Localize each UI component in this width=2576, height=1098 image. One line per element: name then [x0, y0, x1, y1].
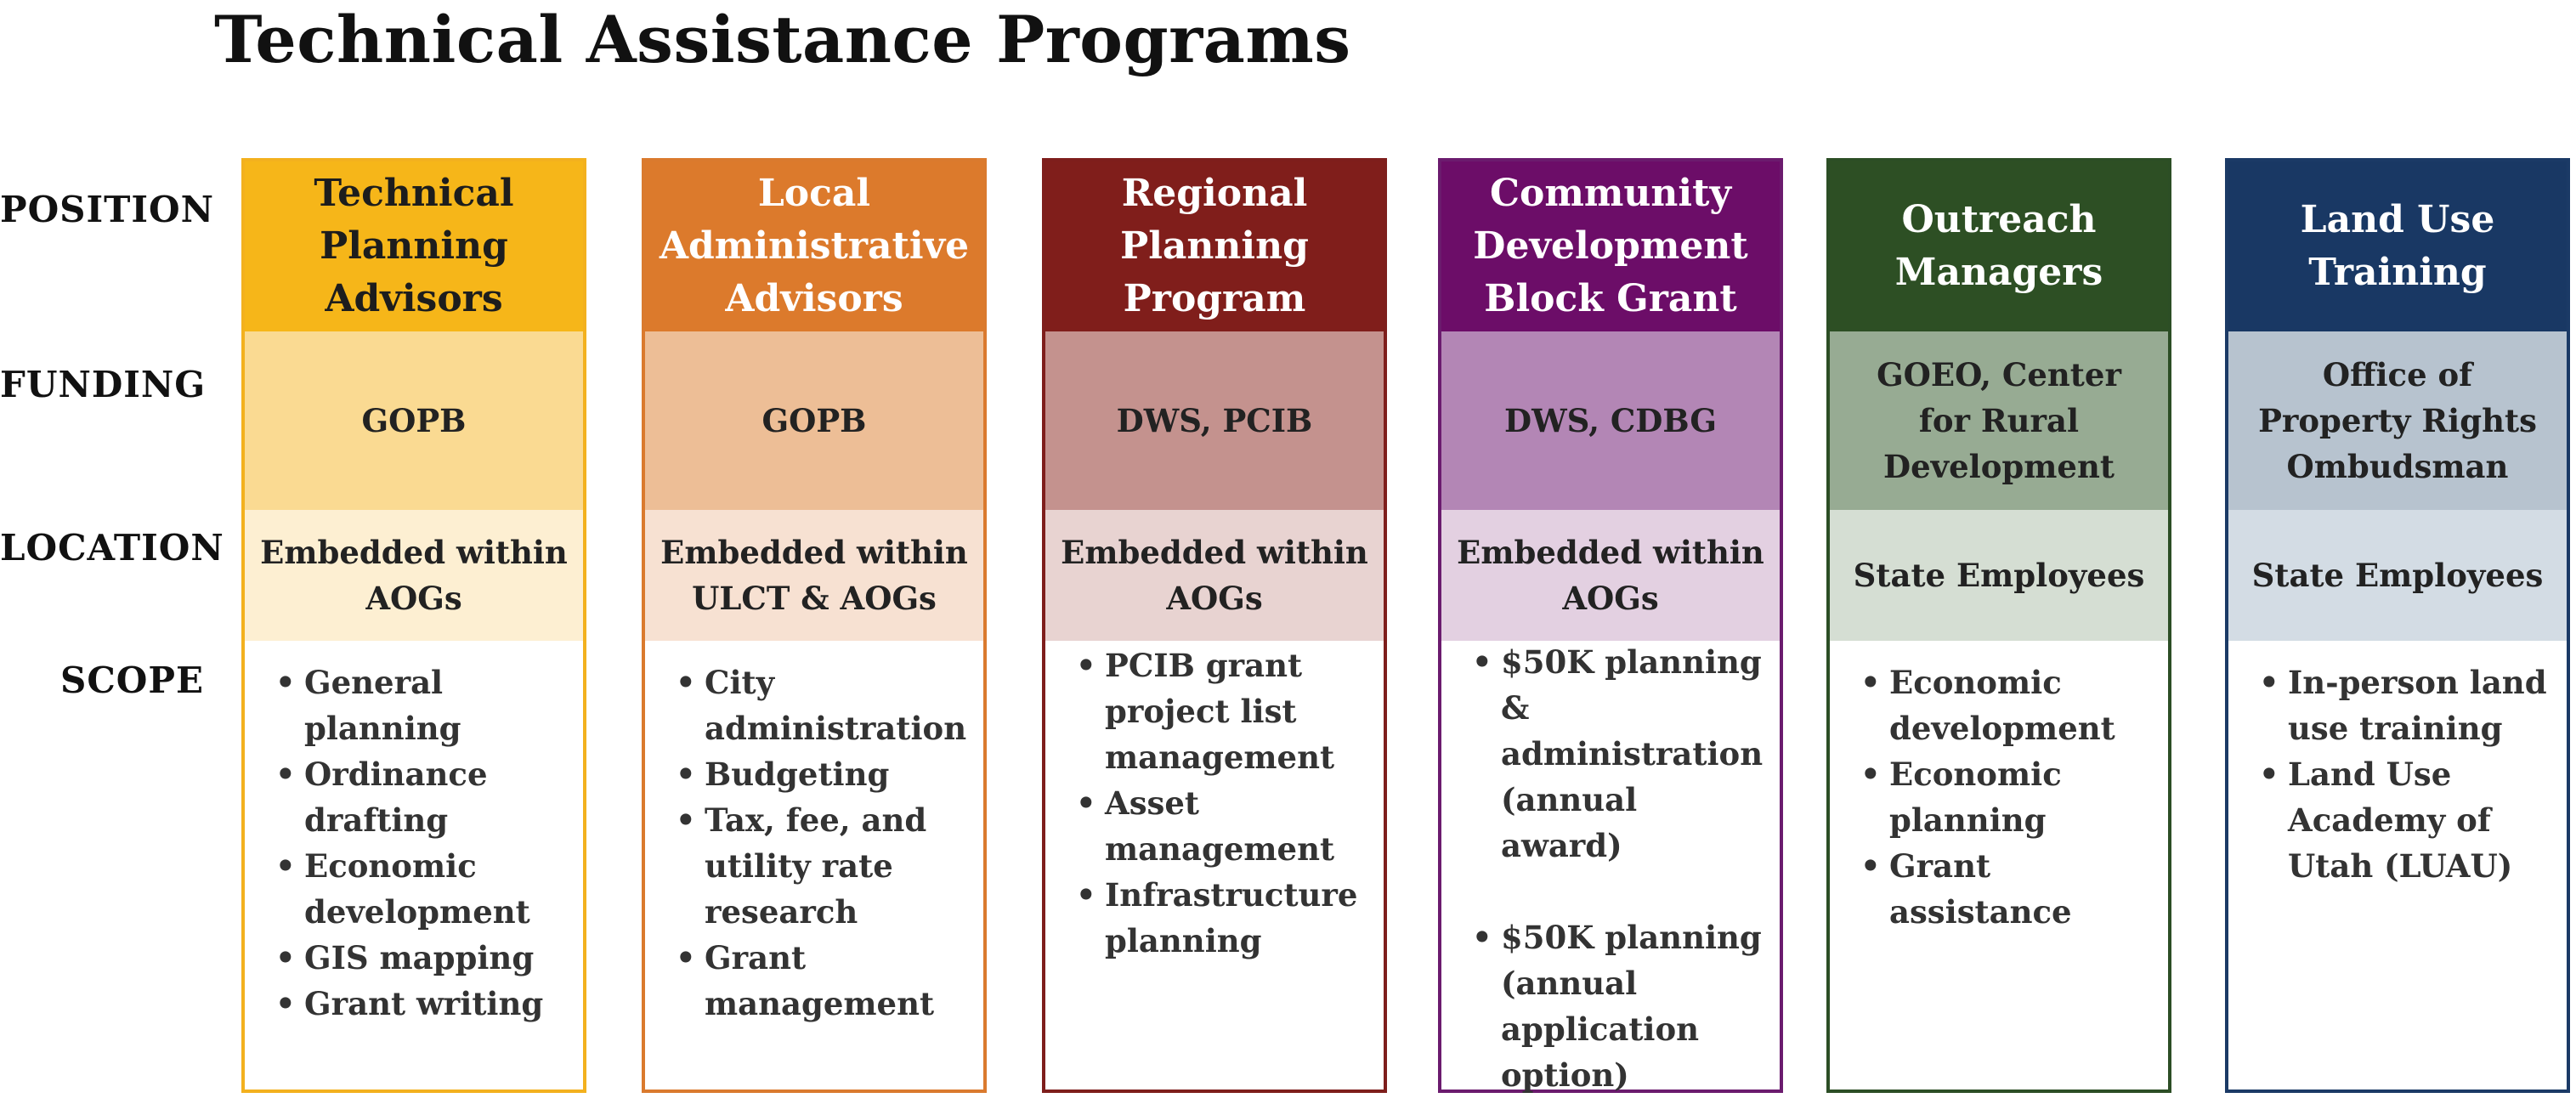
scope-item: PCIB grant project list management: [1076, 642, 1372, 780]
scope-item: Economic development: [275, 843, 571, 935]
scope-list: PCIB grant project list management Asset…: [1067, 642, 1372, 964]
scope-item: $50K planning & administration (annual a…: [1472, 639, 1768, 869]
funding-cell: GOEO, Center for Rural Development: [1830, 331, 2168, 510]
position-cell: Community Development Block Grant: [1441, 161, 1780, 331]
location-cell: Embedded within ULCT & AOGs: [645, 510, 983, 641]
scope-list: $50K planning & administration (annual a…: [1464, 639, 1768, 1098]
row-label-scope: SCOPE: [60, 659, 204, 701]
row-label-funding: FUNDING: [0, 364, 207, 405]
scope-list: General planning Ordinance drafting Econ…: [267, 659, 571, 1027]
scope-item: Asset management: [1076, 780, 1372, 872]
position-cell: Outreach Managers: [1830, 161, 2168, 331]
scope-item: Economic development: [1860, 659, 2156, 751]
funding-cell: GOPB: [245, 331, 583, 510]
location-cell: State Employees: [1830, 510, 2168, 641]
page-title: Technical Assistance Programs: [214, 2, 1351, 77]
program-column-tpa: Technical Planning Advisors GOPB Embedde…: [241, 158, 586, 1093]
scope-cell: PCIB grant project list management Asset…: [1045, 642, 1384, 1090]
scope-item: Ordinance drafting: [275, 751, 571, 843]
funding-cell: GOPB: [645, 331, 983, 510]
scope-item: Grant assistance: [1860, 843, 2156, 935]
scope-item: GIS mapping: [275, 935, 571, 981]
funding-cell: DWS, CDBG: [1441, 331, 1780, 510]
scope-list: City administration Budgeting Tax, fee, …: [667, 659, 971, 1027]
position-cell: Local Administrative Advisors: [645, 161, 983, 331]
position-cell: Land Use Training: [2228, 161, 2567, 331]
program-column-cdbg: Community Development Block Grant DWS, C…: [1438, 158, 1783, 1094]
row-label-location: LOCATION: [0, 527, 224, 569]
program-column-rpp: Regional Planning Program DWS, PCIB Embe…: [1042, 158, 1387, 1093]
location-cell: State Employees: [2228, 510, 2567, 641]
scope-item: Grant management: [676, 935, 971, 1027]
scope-cell: General planning Ordinance drafting Econ…: [245, 659, 583, 1090]
scope-cell: Economic development Economic planning G…: [1830, 659, 2168, 1090]
scope-item: General planning: [275, 659, 571, 751]
scope-item: City administration: [676, 659, 971, 751]
scope-item: $50K planning (annual application option…: [1472, 914, 1768, 1098]
scope-cell: City administration Budgeting Tax, fee, …: [645, 659, 983, 1090]
program-column-laa: Local Administrative Advisors GOPB Embed…: [642, 158, 987, 1093]
scope-cell: $50K planning & administration (annual a…: [1441, 639, 1780, 1094]
location-cell: Embedded within AOGs: [245, 510, 583, 641]
scope-item: Budgeting: [676, 751, 971, 797]
position-cell: Regional Planning Program: [1045, 161, 1384, 331]
scope-item: Economic planning: [1860, 751, 2156, 843]
scope-item: Grant writing: [275, 981, 571, 1027]
scope-list: Economic development Economic planning G…: [1852, 659, 2156, 935]
scope-item: Land Use Academy of Utah (LUAU): [2259, 751, 2555, 889]
program-column-om: Outreach Managers GOEO, Center for Rural…: [1826, 158, 2171, 1093]
scope-item: Tax, fee, and utility rate research: [676, 797, 971, 935]
program-column-lut: Land Use Training Office of Property Rig…: [2225, 158, 2570, 1093]
scope-item: In-person land use training: [2259, 659, 2555, 751]
position-cell: Technical Planning Advisors: [245, 161, 583, 331]
scope-cell: In-person land use training Land Use Aca…: [2228, 659, 2567, 1090]
funding-cell: DWS, PCIB: [1045, 331, 1384, 510]
location-cell: Embedded within AOGs: [1441, 510, 1780, 641]
row-label-position: POSITION: [0, 189, 215, 230]
location-cell: Embedded within AOGs: [1045, 510, 1384, 641]
scope-item: Infrastructure planning: [1076, 872, 1372, 964]
funding-cell: Office of Property Rights Ombudsman: [2228, 331, 2567, 510]
scope-list: In-person land use training Land Use Aca…: [2250, 659, 2555, 889]
